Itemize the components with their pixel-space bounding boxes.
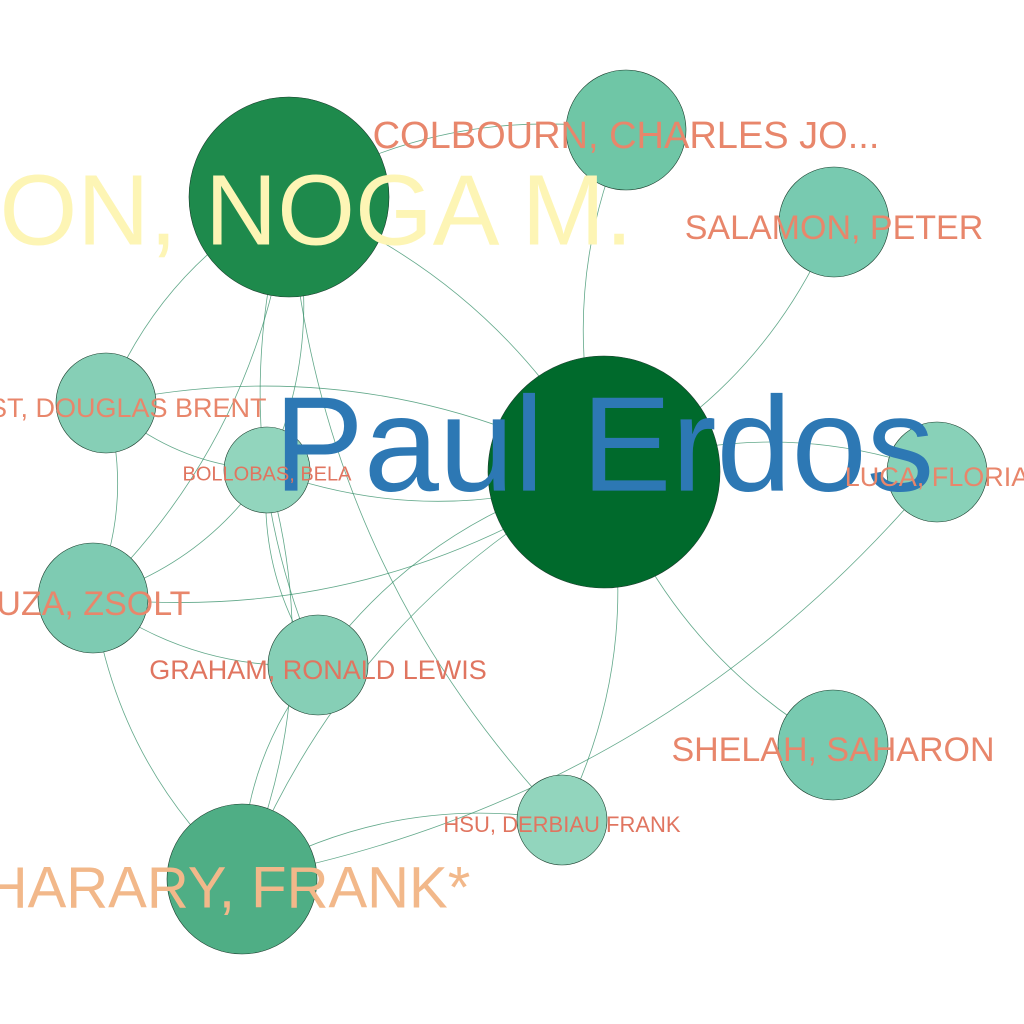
node-label-alon: ALON, NOGA M. [0,154,633,266]
node-label-colbourn: COLBOURN, CHARLES JO... [373,115,880,157]
node-hsu[interactable] [516,774,608,866]
node-colbourn[interactable] [565,69,687,191]
node-salamon[interactable] [778,166,890,278]
node-tuza[interactable] [37,542,149,654]
node-label-tuza: TUZA, ZSOLT [0,585,190,623]
node-label-bollobas: BOLLOBAS, BELA [183,463,353,485]
node-label-luca: LUCA, FLORIA [845,462,1024,492]
label-layer: Paul Erdos ALON, NOGA M. HARARY, FRANK* COL… [0,115,1024,920]
node-harary[interactable] [166,803,318,955]
node-label-graham: GRAHAM, RONALD LEWIS [149,655,487,685]
node-alon[interactable] [188,96,390,298]
edge-harary-luca [241,471,938,880]
node-label-west: WEST, DOUGLAS BRENT [0,393,267,423]
node-luca[interactable] [886,421,988,523]
edge-alon-hsu [288,196,563,821]
node-graham[interactable] [267,614,369,716]
node-label-harary: HARARY, FRANK* [0,855,470,920]
node-label-salamon: SALAMON, PETER [685,209,984,247]
node-erdos[interactable] [487,355,721,589]
node-shelah[interactable] [777,689,889,801]
node-label-erdos: Paul Erdos [274,369,934,520]
node-bollobas[interactable] [223,426,311,514]
node-label-hsu: HSU, DERBIAU FRANK [443,812,680,837]
node-layer [37,69,988,955]
node-label-shelah: SHELAH, SAHARON [671,731,994,769]
node-west[interactable] [55,352,157,454]
